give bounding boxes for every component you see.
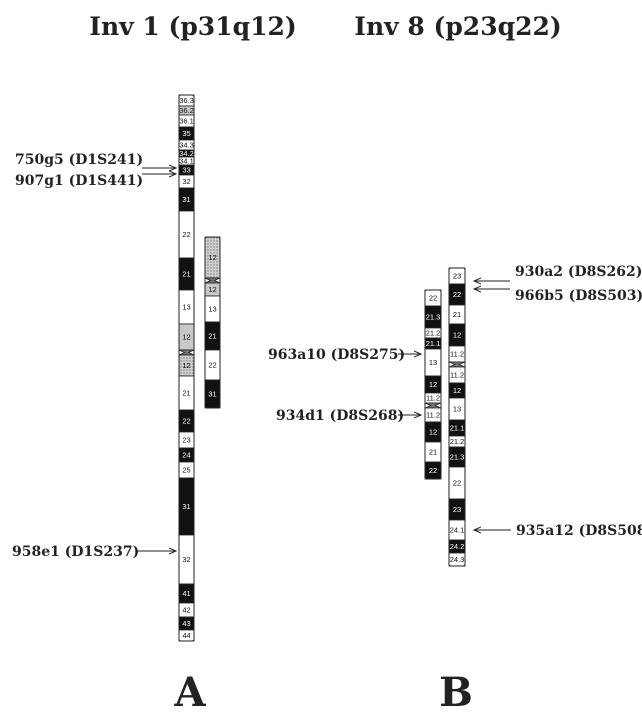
band-label: 12 [208,285,216,294]
band-label: 23 [453,505,461,514]
chromosome-1-inverted: 12 12 13 21 22 31 [204,236,221,409]
band-label: 31 [182,502,190,511]
band-label: 34.3 [179,141,194,150]
title-inv1: Inv 1 (p31q12) [89,12,296,41]
band-label: 13 [453,405,461,414]
band-label: 12 [453,386,461,395]
marker-label-750g5: 750g5 (D1S241) [15,152,143,168]
band-label: 34.1 [179,157,194,166]
band-label: 21.1 [426,339,441,348]
band-label: 21.2 [450,437,465,446]
band-label: 21 [182,270,190,279]
marker-label-963a10: 963a10 (D8S275) [268,347,405,363]
marker-934d1: 934d1 (D8S268) [276,408,421,424]
band-label: 32 [182,177,190,186]
band-label: 21.3 [450,453,465,462]
band-label: 36.1 [179,117,194,126]
chromosome-1-normal: 36.336.2 36.1 35 34.334.234.133 32 31 22 21 13 12… [178,94,195,642]
panel-label-a: A [173,669,206,715]
band-label: 22 [429,294,437,303]
band-label: 12 [429,380,437,389]
band-label: 21 [453,310,461,319]
marker-label-934d1: 934d1 (D8S268) [276,408,404,424]
band-label: 12 [453,331,461,340]
chromosome-outline [448,267,466,567]
band-label: 21.2 [426,329,441,338]
chromosome-outline [424,289,442,480]
band-label: 22 [182,417,190,426]
band-label: 24.2 [450,542,465,551]
marker-966b5: 966b5 (D8S503) [474,288,642,304]
band-label: 35 [182,129,190,138]
band-label: 36.2 [179,106,194,115]
band-label: 31 [208,390,216,399]
band-label: 41 [182,589,190,598]
panel-label-b: B [439,669,473,715]
centromere [178,349,195,356]
marker-963a10: 963a10 (D8S275) [268,347,421,363]
band-label: 22 [429,466,437,475]
band-label: 42 [182,606,190,615]
band-label: 12 [429,428,437,437]
band-label: 11.2 [426,411,440,420]
marker-label-935a12: 935a12 (D8S508) [516,523,642,539]
band-label: 33 [182,166,190,175]
band-label: 12 [182,333,190,342]
band-label: 36.3 [179,96,194,105]
marker-935a12: 935a12 (D8S508) [474,523,642,539]
band-label: 34.2 [179,149,194,158]
band-label: 23 [453,272,461,281]
band-label: 13 [182,303,190,312]
marker-label-958e1: 958e1 (D1S237) [12,544,139,560]
band-label: 44 [182,631,190,640]
band-label: 24.3 [450,555,465,564]
band-label: 21 [429,448,437,457]
band-label: 13 [429,358,437,367]
band-label: 43 [182,619,190,628]
chromosome-outline [204,236,221,409]
chromosome-8-inverted: 22 21.3 21.221.1 13 12 11.2 11.2 12 21 22 [424,289,442,480]
centromere [448,361,466,368]
band-label: 31 [182,195,190,204]
chromosome-8-normal: 23 22 21 12 11.2 11.2 12 13 21.1 21.2 21.3 22 23 24.1… [448,267,466,567]
marker-label-966b5: 966b5 (D8S503) [515,288,642,304]
band-label: 22 [208,361,216,370]
marker-label-907g1: 907g1 (D1S441) [15,173,143,189]
band-label: 21.1 [450,424,465,433]
band-label: 22 [182,230,190,239]
band-label: 32 [182,555,190,564]
marker-930a2: 930a2 (D8S262) [474,264,642,281]
marker-958e1: 958e1 (D1S237) [12,544,176,560]
band-label: 21 [208,332,216,341]
band-label: 25 [182,466,190,475]
band-label: 22 [453,479,461,488]
marker-label-930a2: 930a2 (D8S262) [515,264,642,280]
band-label: 24.1 [450,526,465,535]
band-label: 11.2 [450,350,464,359]
band-label: 12 [208,253,216,262]
band-label: 22 [453,290,461,299]
band-label: 11.2 [450,371,464,380]
band-label: 11.2 [426,394,440,403]
marker-750g5: 750g5 (D1S241) [15,152,176,168]
band-label: 13 [208,305,216,314]
title-inv8: Inv 8 (p23q22) [354,12,561,41]
band-label: 21 [182,389,190,398]
band-label: 12 [182,361,190,370]
centromere [424,402,442,409]
centromere [204,277,221,284]
marker-907g1: 907g1 (D1S441) [15,173,176,189]
band-label: 24 [182,451,190,460]
band-label: 23 [182,436,190,445]
chromosome-outline [178,94,195,642]
band-label: 21.3 [426,313,441,322]
